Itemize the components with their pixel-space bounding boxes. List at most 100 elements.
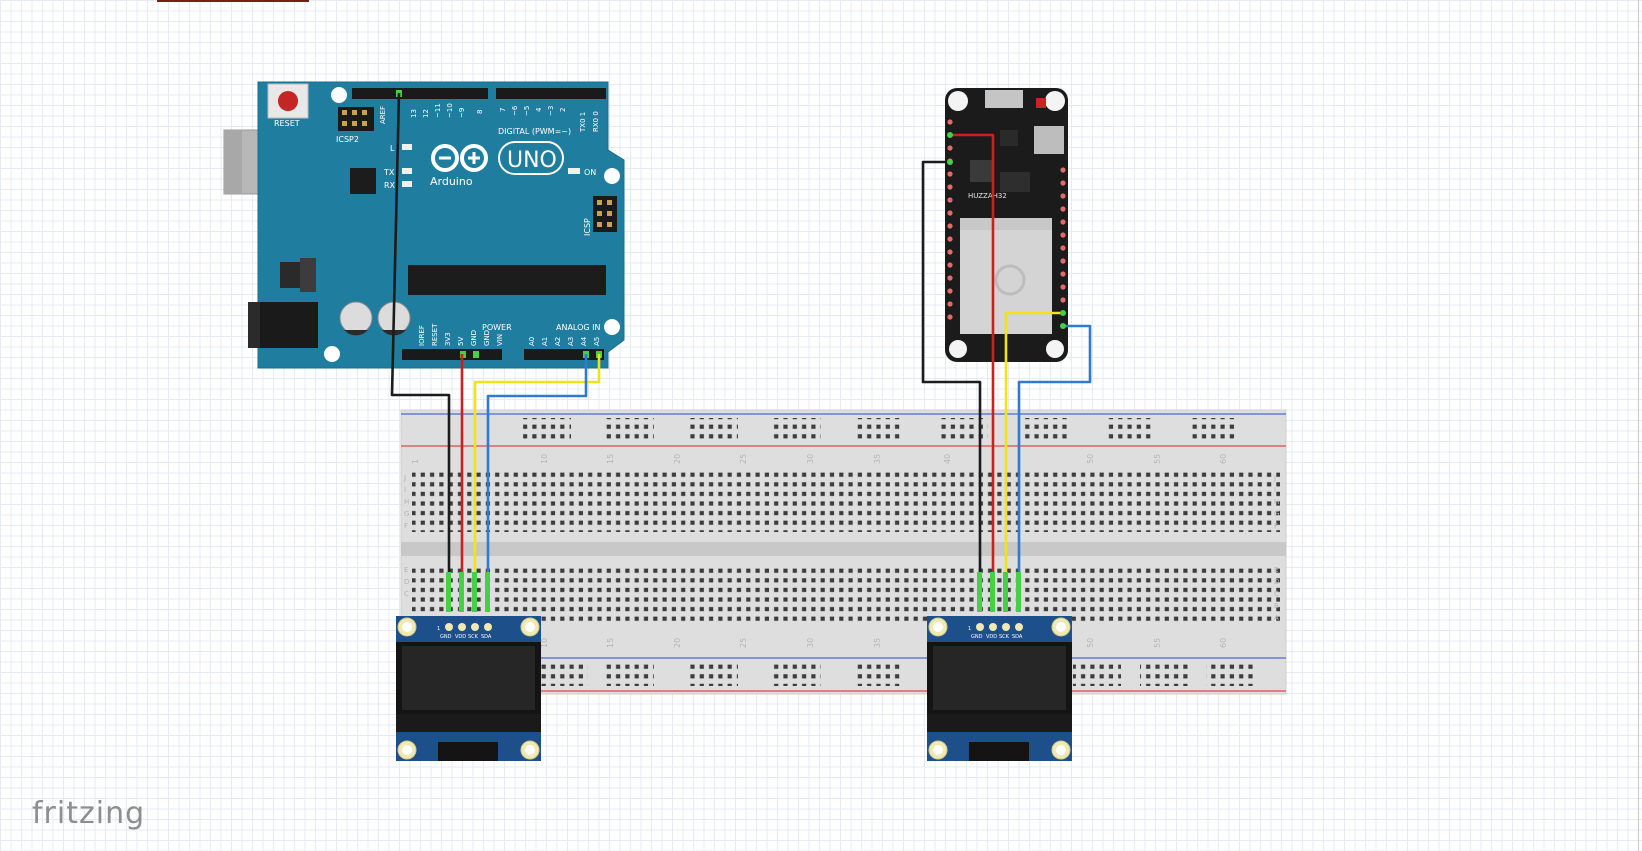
pin-label: IOREF [418, 325, 426, 346]
status-leds [402, 144, 580, 187]
pin-label: A0 [528, 337, 536, 346]
col-number: 60 [1219, 638, 1228, 648]
wire-blue-arduino [486, 354, 588, 572]
pin-label: GND [483, 330, 491, 346]
digital-header[interactable] [352, 88, 606, 99]
breadboard-center-channel [401, 542, 1286, 556]
breadboard-top-terminal-strip[interactable] [412, 472, 1280, 532]
pin-label: 12 [422, 109, 430, 118]
battery-connector [1034, 126, 1064, 154]
breadboard-bottom-power-rail [401, 657, 1286, 692]
oled-pin-label: GND [440, 634, 452, 640]
col-number: 50 [1086, 454, 1095, 464]
icsp2-header [338, 107, 374, 131]
row-letter: E [404, 566, 408, 574]
col-number: 55 [1153, 454, 1162, 464]
pin-label: GND [470, 330, 478, 346]
usb-chip [350, 168, 376, 194]
oled-pin-label: SCK [999, 634, 1010, 640]
col-number: 40 [943, 454, 952, 464]
oled-pin-label: SCK [468, 634, 479, 640]
logo-sub: Arduino [430, 175, 473, 188]
analog-header[interactable] [524, 349, 604, 360]
col-number: 15 [606, 638, 615, 648]
row-letter: G [404, 510, 409, 518]
oled-display-2[interactable]: GND VDD SCK SDA 1 [927, 616, 1072, 761]
oled-pin-number: 1 [437, 626, 440, 632]
col-number: 50 [1086, 638, 1095, 648]
oled-pin-label: VDD [986, 634, 997, 640]
pin-label: ~10 [446, 103, 454, 118]
col-number: 35 [873, 454, 882, 464]
breadboard-bottom-terminal-strip[interactable] [412, 564, 1280, 624]
col-number: 10 [540, 638, 549, 648]
reset-label: RESET [274, 119, 300, 128]
wire-yellow-feather [1004, 311, 1063, 572]
wire-yellow-arduino [473, 354, 601, 572]
col-number: 35 [873, 638, 882, 648]
oled-ribbon [969, 742, 1029, 761]
pin-label: 8 [476, 110, 484, 114]
row-letter: J [403, 474, 406, 482]
oled-pin-label: VDD [455, 634, 466, 640]
digital-label: DIGITAL (PWM=~) [498, 127, 571, 136]
row-letter: D [404, 578, 409, 586]
col-number: 20 [673, 638, 682, 648]
wires[interactable] [390, 92, 1092, 572]
col-number: 30 [806, 638, 815, 648]
col-number: 10 [540, 454, 549, 464]
pin-label: ~11 [434, 103, 442, 118]
arduino-uno-board[interactable]: RESET ICSP2 AREF 13 12 ~11 ~10 ~9 8 7 ~6… [223, 81, 625, 369]
oled-display-1[interactable]: GND VDD SCK SDA 1 [396, 616, 541, 761]
col-number: 60 [1219, 454, 1228, 464]
micro-usb-connector[interactable] [985, 90, 1023, 108]
feather-connected-pins [947, 132, 1066, 329]
logo-word: UNO [507, 148, 557, 173]
pin-label: A3 [567, 337, 575, 346]
row-letter: E [1274, 566, 1278, 574]
oled-pin-label: SDA [481, 634, 492, 640]
wire-red-feather [950, 133, 995, 572]
col-number: 30 [806, 454, 815, 464]
pin-label: ~3 [547, 106, 555, 116]
power-header[interactable] [402, 349, 502, 360]
col-number: 1 [411, 459, 420, 464]
row-letter: C [1274, 590, 1279, 598]
pin-label: 13 [410, 109, 418, 118]
pin-label: A1 [541, 337, 549, 346]
oled-ribbon [438, 742, 498, 761]
led-on-label: ON [584, 168, 596, 177]
oled-pin-label: GND [971, 634, 983, 640]
pin-label: 2 [559, 108, 567, 112]
row-letter: A [1274, 614, 1279, 622]
pin-label: ~6 [511, 105, 519, 116]
oled-pin-number: 1 [968, 626, 971, 632]
row-letter: J [1273, 474, 1276, 482]
breadboard[interactable]: 1 10 15 20 25 30 35 40 50 55 60 10 15 20… [400, 409, 1287, 695]
pin-label: A2 [554, 337, 562, 346]
row-letter: G [1274, 510, 1279, 518]
col-number: 25 [739, 638, 748, 648]
wire-black-arduino [390, 92, 451, 572]
pin-label: 3V3 [444, 332, 452, 346]
col-number: 20 [673, 454, 682, 464]
led-tx-label: TX [383, 168, 395, 177]
wire-blue-feather [1017, 324, 1092, 572]
pin-label: A4 [580, 336, 588, 346]
row-letter: H [1274, 498, 1279, 506]
row-letter: C [404, 590, 409, 598]
pin-label: RX0 0 [592, 111, 600, 132]
reset-button-small[interactable] [1036, 98, 1046, 108]
pin-label: TX0 1 [579, 112, 587, 133]
row-letter: I [404, 486, 406, 494]
icsp-header [593, 196, 617, 232]
col-number: 55 [1153, 638, 1162, 648]
canvas-right-edge [1638, 0, 1639, 851]
arduino-logo-icon [431, 141, 564, 175]
reset-button[interactable] [267, 83, 309, 119]
icsp2-label: ICSP2 [336, 135, 359, 144]
top-edge-accent [157, 0, 309, 2]
pin-label: 4 [535, 107, 543, 112]
pin-label: VIN [496, 334, 504, 346]
